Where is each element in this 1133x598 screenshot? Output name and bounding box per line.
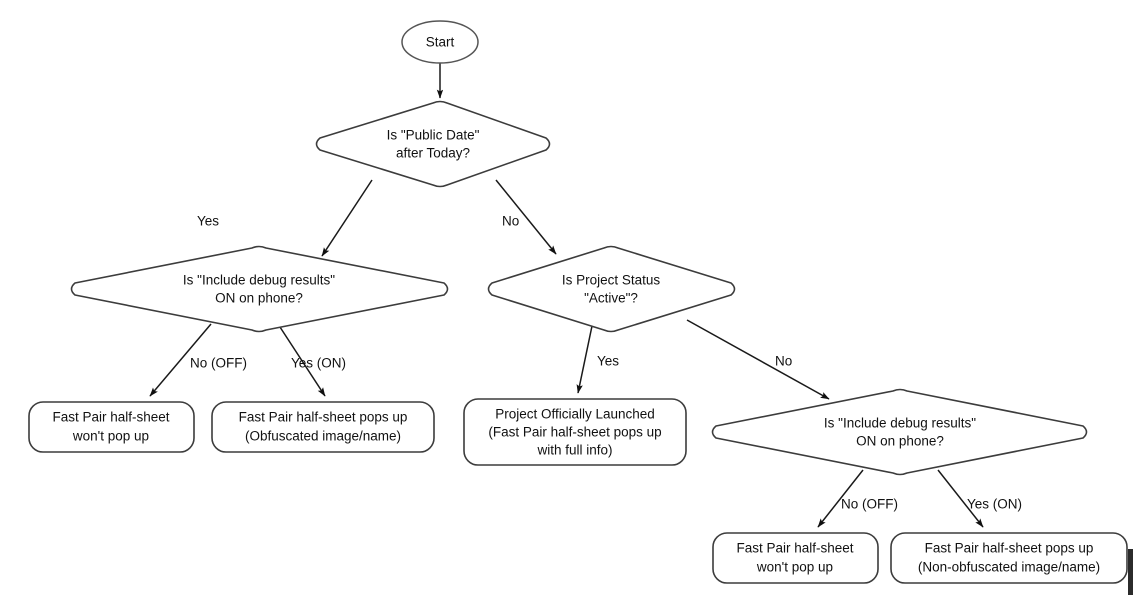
node-outcome-project-launched-line3: with full info) <box>536 443 612 458</box>
node-question-debug-left[interactable]: Is "Include debug results" ON on phone? <box>70 245 449 333</box>
node-outcome-project-launched[interactable]: Project Officially Launched (Fast Pair h… <box>463 398 687 466</box>
node-question-project-status-line1: Is Project Status <box>562 273 661 288</box>
node-question-public-date-line2: after Today? <box>396 146 470 161</box>
node-question-project-status-line2: "Active"? <box>584 291 638 306</box>
edge-project-status-no: No <box>686 319 830 400</box>
node-outcome-left-no-line2: won't pop up <box>72 429 149 444</box>
edge-label-debug-left-yes: Yes (ON) <box>291 356 346 371</box>
node-outcome-right-no[interactable]: Fast Pair half-sheet won't pop up <box>712 532 879 584</box>
node-start-label: Start <box>426 35 455 50</box>
node-outcome-right-yes[interactable]: Fast Pair half-sheet pops up (Non-obfusc… <box>890 532 1128 584</box>
node-outcome-project-launched-line1: Project Officially Launched <box>495 407 655 422</box>
node-question-debug-right-line1: Is "Include debug results" <box>824 416 976 431</box>
node-outcome-right-no-line1: Fast Pair half-sheet <box>736 541 853 556</box>
node-outcome-right-yes-line1: Fast Pair half-sheet pops up <box>925 541 1094 556</box>
edge-debug-left-yes: Yes (ON) <box>277 323 346 397</box>
node-question-debug-right[interactable]: Is "Include debug results" ON on phone? <box>711 388 1088 476</box>
node-outcome-right-yes-line2: (Non-obfuscated image/name) <box>918 560 1100 575</box>
node-outcome-right-no-line2: won't pop up <box>756 560 833 575</box>
edge-label-debug-right-yes: Yes (ON) <box>967 497 1022 512</box>
node-outcome-left-no[interactable]: Fast Pair half-sheet won't pop up <box>28 401 195 453</box>
edge-label-debug-right-no: No (OFF) <box>841 497 898 512</box>
node-question-public-date[interactable]: Is "Public Date" after Today? <box>315 100 551 188</box>
node-question-debug-left-line1: Is "Include debug results" <box>183 273 335 288</box>
node-outcome-left-no-line1: Fast Pair half-sheet <box>52 410 169 425</box>
node-outcome-left-yes-line1: Fast Pair half-sheet pops up <box>239 410 408 425</box>
edge-debug-right-yes: Yes (ON) <box>937 469 1022 528</box>
node-question-public-date-line1: Is "Public Date" <box>387 128 480 143</box>
edge-label-project-status-yes: Yes <box>597 354 619 369</box>
node-start[interactable]: Start <box>401 20 479 64</box>
edge-project-status-yes: Yes <box>576 325 619 394</box>
edge-label-public-date-yes: Yes <box>197 214 219 229</box>
node-outcome-left-yes[interactable]: Fast Pair half-sheet pops up (Obfuscated… <box>211 401 435 453</box>
node-question-project-status[interactable]: Is Project Status "Active"? <box>487 245 736 333</box>
edge-label-project-status-no: No <box>775 354 792 369</box>
edge-public-date-no: No <box>495 179 557 255</box>
edge-debug-right-no: No (OFF) <box>817 469 898 528</box>
edge-debug-left-no: No (OFF) <box>149 323 247 397</box>
edge-label-public-date-no: No <box>502 214 519 229</box>
right-edge-artifact <box>1128 549 1133 595</box>
node-question-debug-left-line2: ON on phone? <box>215 291 303 306</box>
node-question-debug-right-line2: ON on phone? <box>856 434 944 449</box>
edge-label-debug-left-no: No (OFF) <box>190 356 247 371</box>
node-outcome-left-yes-line2: (Obfuscated image/name) <box>245 429 401 444</box>
node-outcome-project-launched-line2: (Fast Pair half-sheet pops up <box>488 425 661 440</box>
edge-public-date-yes: Yes <box>197 179 373 257</box>
